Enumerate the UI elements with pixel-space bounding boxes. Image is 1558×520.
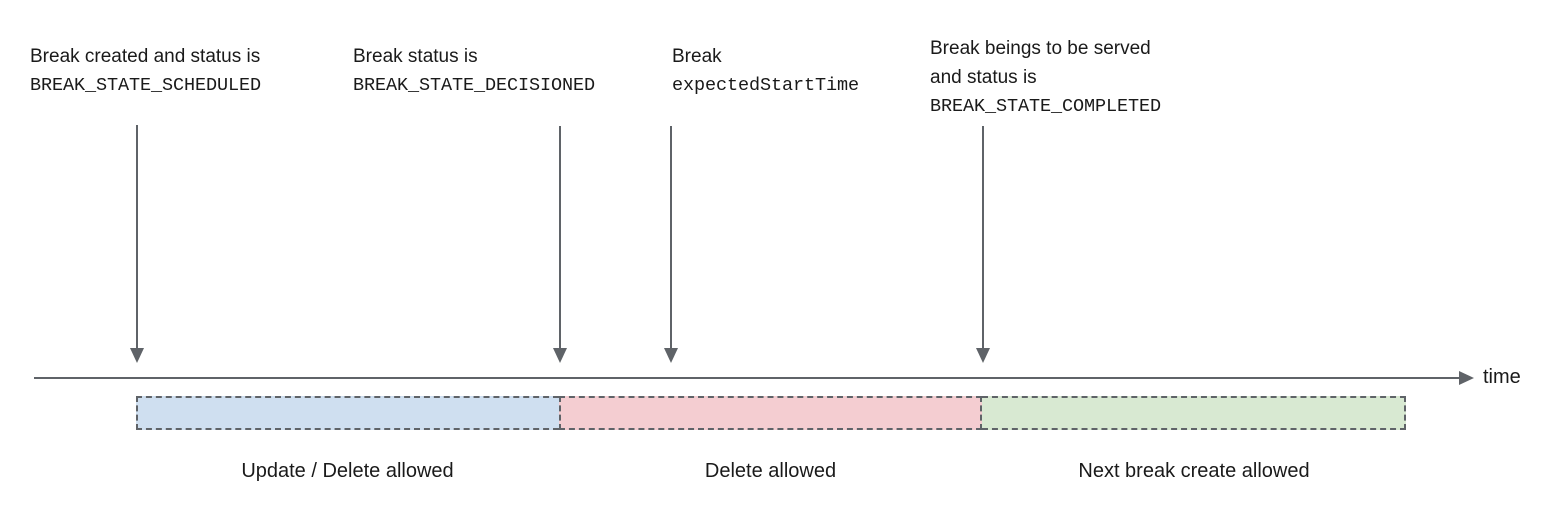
arrow-head [553,348,567,363]
annotation-expected-start-time-line1: Break [672,46,722,67]
annotation-decisioned-line1: Break status is [353,46,478,67]
arrow-shaft [136,125,138,349]
annotation-completed-line3: BREAK_STATE_COMPLETED [930,96,1162,117]
axis-line [34,377,1465,379]
time-axis [34,371,1474,385]
phase-bar-next-break-create [982,396,1406,430]
phase-caption-update-delete: Update / Delete allowed [241,460,454,482]
phase-bar-delete-only [559,396,982,430]
arrow-shaft [559,126,561,349]
arrow-head [976,348,990,363]
arrow-head [130,348,144,363]
annotation-decisioned-line2: BREAK_STATE_DECISIONED [353,75,596,96]
annotation-expected-start-time-line2: expectedStartTime [672,75,860,96]
drop-arrow-down-icon-scheduled [130,125,144,363]
arrow-shaft [670,126,672,349]
annotation-scheduled-line1: Break created and status is [30,46,261,67]
annotation-decisioned: Break status is BREAK_STATE_DECISIONED [353,42,595,100]
arrow-right-icon [1459,371,1474,385]
drop-arrow-down-icon-completed [976,126,990,363]
annotation-scheduled: Break created and status is BREAK_STATE_… [30,42,261,100]
arrow-head [664,348,678,363]
drop-arrow-down-icon-expected-start-time [664,126,678,363]
time-axis-label: time [1483,366,1521,388]
annotation-completed-line2: and status is [930,67,1037,88]
phase-caption-delete-only: Delete allowed [704,460,837,482]
annotation-completed: Break beings to be served and status is … [930,34,1161,121]
arrow-shaft [982,126,984,349]
annotation-completed-line1: Break beings to be served [930,38,1151,59]
drop-arrow-down-icon-decisioned [553,126,567,363]
phase-caption-next-break-create: Next break create allowed [1078,460,1310,482]
phase-bar-update-delete [136,396,559,430]
annotation-expected-start-time: Break expectedStartTime [672,42,859,100]
annotation-scheduled-line2: BREAK_STATE_SCHEDULED [30,75,262,96]
